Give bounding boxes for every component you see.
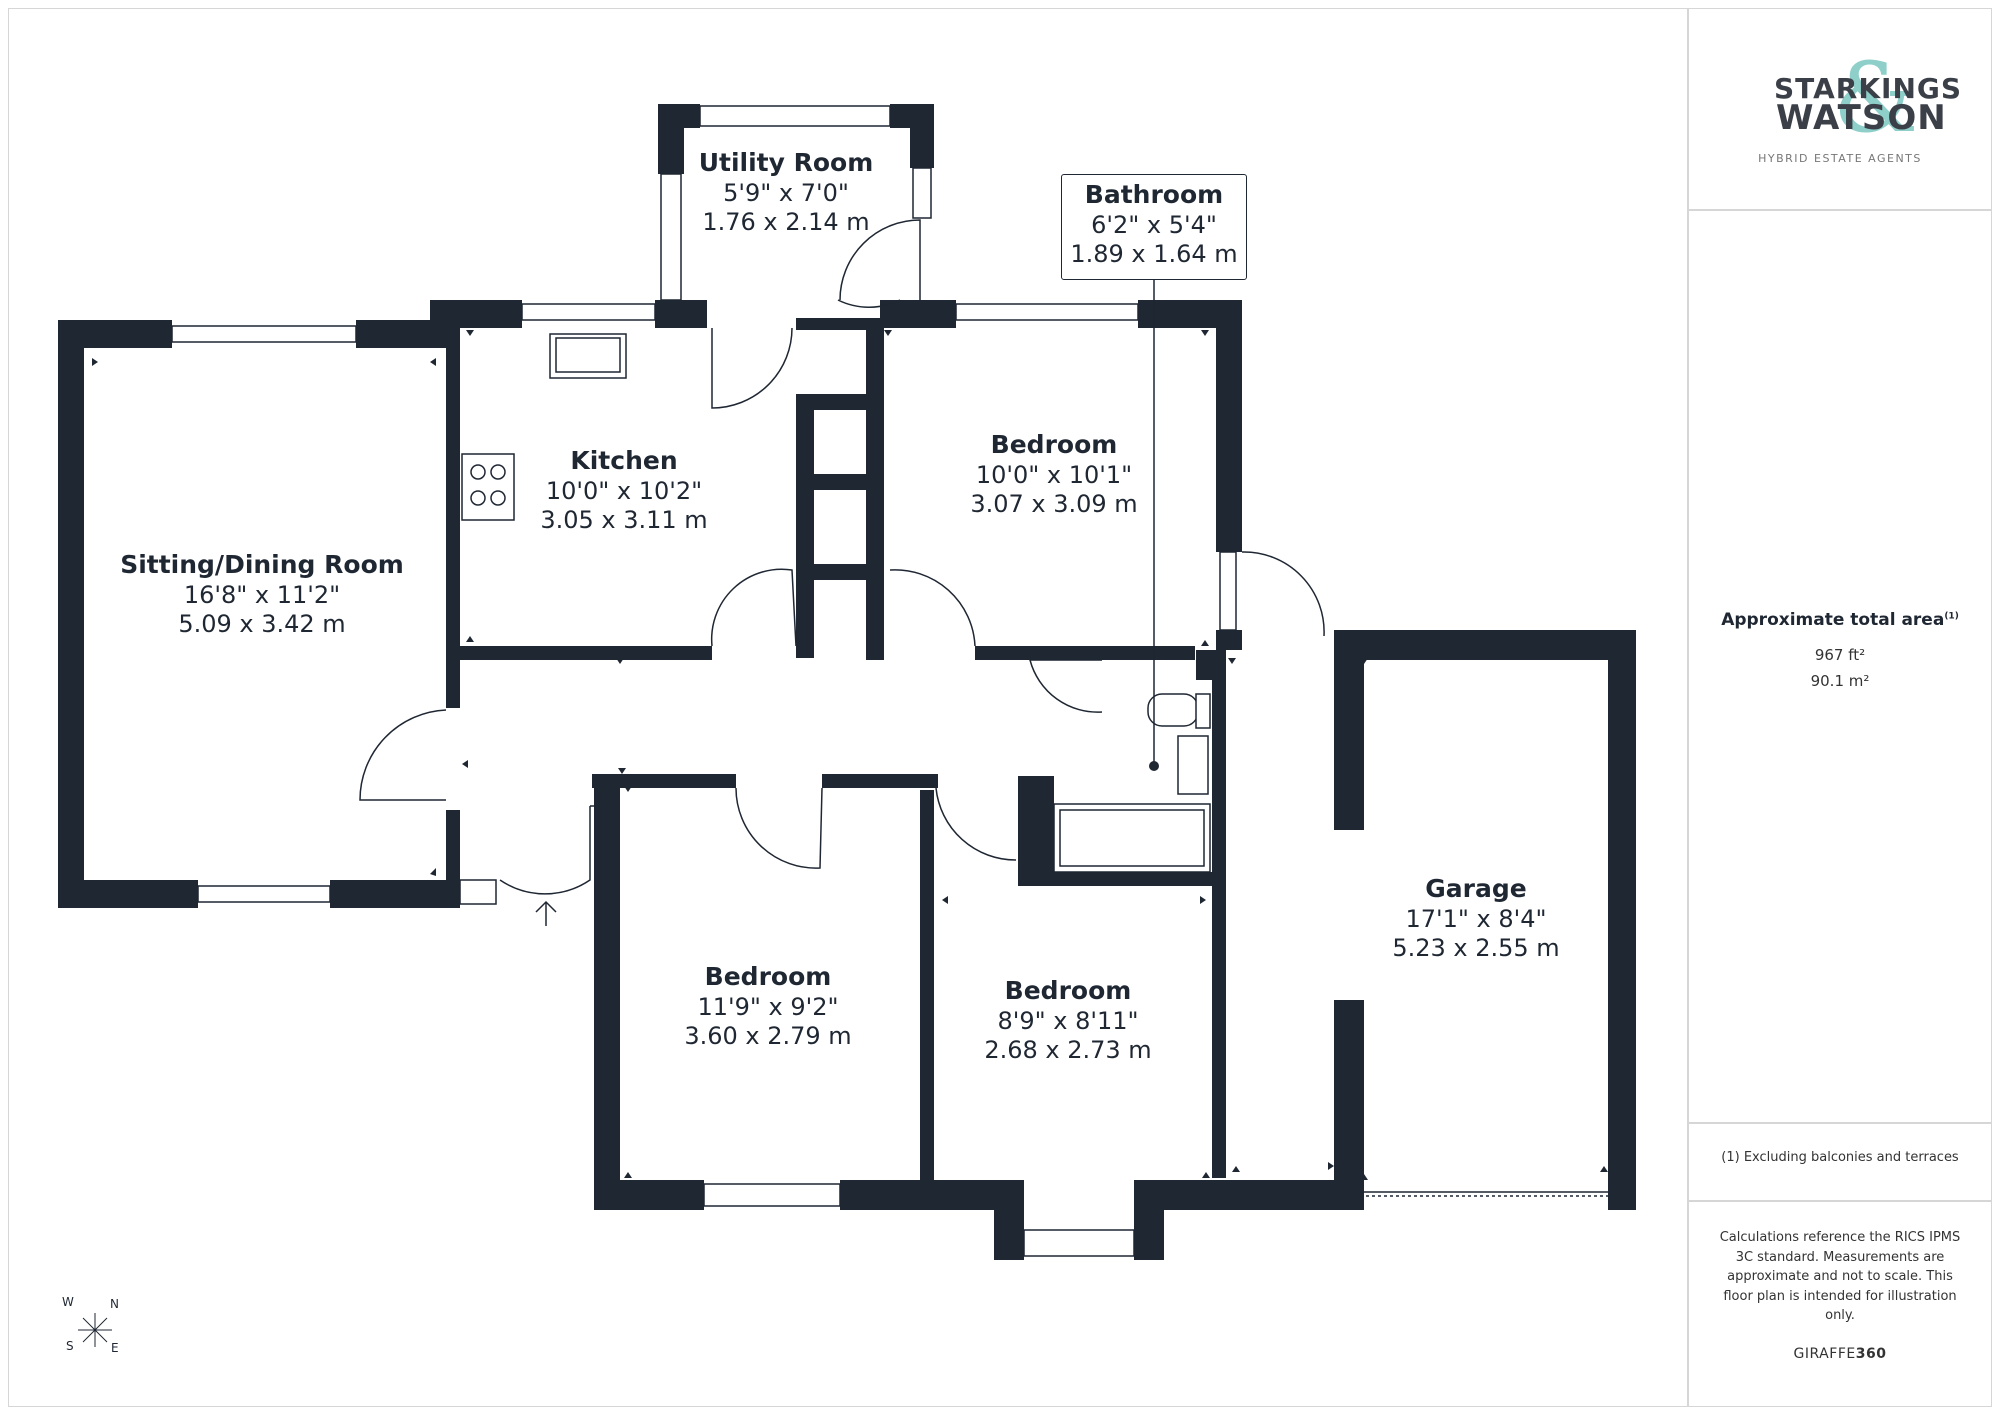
room-label-garage: Garage 17'1" x 8'4" 5.23 x 2.55 m: [1392, 874, 1559, 963]
compass-w: W: [62, 1295, 74, 1309]
room-label-utility: Utility Room 5'9" x 7'0" 1.76 x 2.14 m: [699, 148, 874, 237]
credit-suffix: 360: [1855, 1346, 1887, 1362]
room-label-bedroom-3: Bedroom 8'9" x 8'11" 2.68 x 2.73 m: [984, 976, 1151, 1065]
logo-word-bottom: WATSON: [1776, 98, 1947, 138]
toilet: [1147, 693, 1199, 727]
bathroom-leader-dot: [1149, 761, 1159, 771]
room-name: Bedroom: [990, 430, 1118, 459]
room-imperial: 8'9" x 8'11": [997, 1006, 1139, 1035]
area-title: Approximate total area(1): [1688, 610, 1992, 630]
room-imperial: 6'2" x 5'4": [1091, 210, 1217, 239]
disclaimer: Calculations reference the RICS IPMS 3C …: [1719, 1230, 1961, 1323]
room-imperial: 11'9" x 9'2": [697, 992, 839, 1021]
kitchen-hob: [461, 453, 515, 521]
area-title-sup: (1): [1944, 611, 1959, 622]
logo-word-top: STARKINGS: [1774, 72, 1963, 105]
sidebar-divider: [1687, 8, 1689, 1407]
credit-prefix: GIRAFFE: [1793, 1346, 1856, 1362]
room-metric: 2.68 x 2.73 m: [984, 1035, 1152, 1064]
room-label-bedroom-2: Bedroom 11'9" x 9'2" 3.60 x 2.79 m: [684, 962, 851, 1051]
logo-tagline: HYBRID ESTATE AGENTS: [1758, 152, 1922, 165]
room-metric: 1.76 x 2.14 m: [702, 207, 870, 236]
door-swings: [359, 219, 1608, 1197]
windows: [171, 105, 1237, 1257]
measure-ticks: [92, 330, 1608, 1180]
room-metric: 3.60 x 2.79 m: [684, 1021, 852, 1050]
logo-ampersand: &: [1833, 42, 1919, 154]
room-name: Kitchen: [570, 446, 678, 475]
sidebar-rule-3: [1688, 1200, 1992, 1202]
room-name: Sitting/Dining Room: [120, 550, 404, 579]
room-metric: 1.89 x 1.64 m: [1070, 239, 1238, 268]
room-label-bathroom: Bathroom 6'2" x 5'4" 1.89 x 1.64 m: [1070, 180, 1237, 269]
room-name: Utility Room: [698, 148, 874, 177]
bathroom-label-box: [1061, 174, 1247, 280]
room-metric: 3.07 x 3.09 m: [970, 489, 1138, 518]
room-label-sitting-dining: Sitting/Dining Room 16'8" x 11'2" 5.09 x…: [120, 550, 404, 639]
room-name: Garage: [1425, 874, 1527, 903]
sidebar-rule-1: [1688, 209, 1992, 211]
footnote: (1) Excluding balconies and terraces: [1721, 1150, 1959, 1165]
room-metric: 5.09 x 3.42 m: [178, 609, 346, 638]
compass-s: S: [66, 1339, 74, 1353]
room-imperial: 17'1" x 8'4": [1405, 904, 1547, 933]
room-name: Bedroom: [1004, 976, 1132, 1005]
room-name: Bedroom: [704, 962, 832, 991]
sidebar-rule-2: [1688, 1122, 1992, 1124]
room-metric: 5.23 x 2.55 m: [1392, 933, 1560, 962]
entrance-arrow-icon: [535, 900, 557, 926]
room-imperial: 10'0" x 10'2": [545, 476, 703, 505]
area-title-text: Approximate total area: [1721, 610, 1945, 630]
room-name: Bathroom: [1084, 180, 1224, 209]
bathroom-basin: [1177, 735, 1209, 795]
compass-e: E: [111, 1341, 119, 1355]
compass-n: N: [110, 1297, 119, 1311]
room-imperial: 10'0" x 10'1": [975, 460, 1133, 489]
room-metric: 3.05 x 3.11 m: [540, 505, 708, 534]
compass-rose-icon: W N S E: [60, 1295, 130, 1365]
area-sqm: 90.1 m²: [1810, 672, 1870, 690]
page-frame: [8, 8, 1992, 1407]
brand-logo: & STARKINGS WATSON HYBRID ESTATE AGENTS: [1688, 42, 1992, 180]
walls: [58, 104, 1636, 1260]
room-label-kitchen: Kitchen 10'0" x 10'2" 3.05 x 3.11 m: [540, 446, 707, 535]
area-sqft: 967 ft²: [1814, 646, 1866, 664]
room-imperial: 5'9" x 7'0": [723, 178, 849, 207]
room-imperial: 16'8" x 11'2": [183, 580, 341, 609]
room-label-bedroom-1: Bedroom 10'0" x 10'1" 3.07 x 3.09 m: [970, 430, 1137, 519]
fixtures: [461, 333, 1211, 873]
giraffe360-credit: GIRAFFE360: [1688, 1346, 1992, 1362]
